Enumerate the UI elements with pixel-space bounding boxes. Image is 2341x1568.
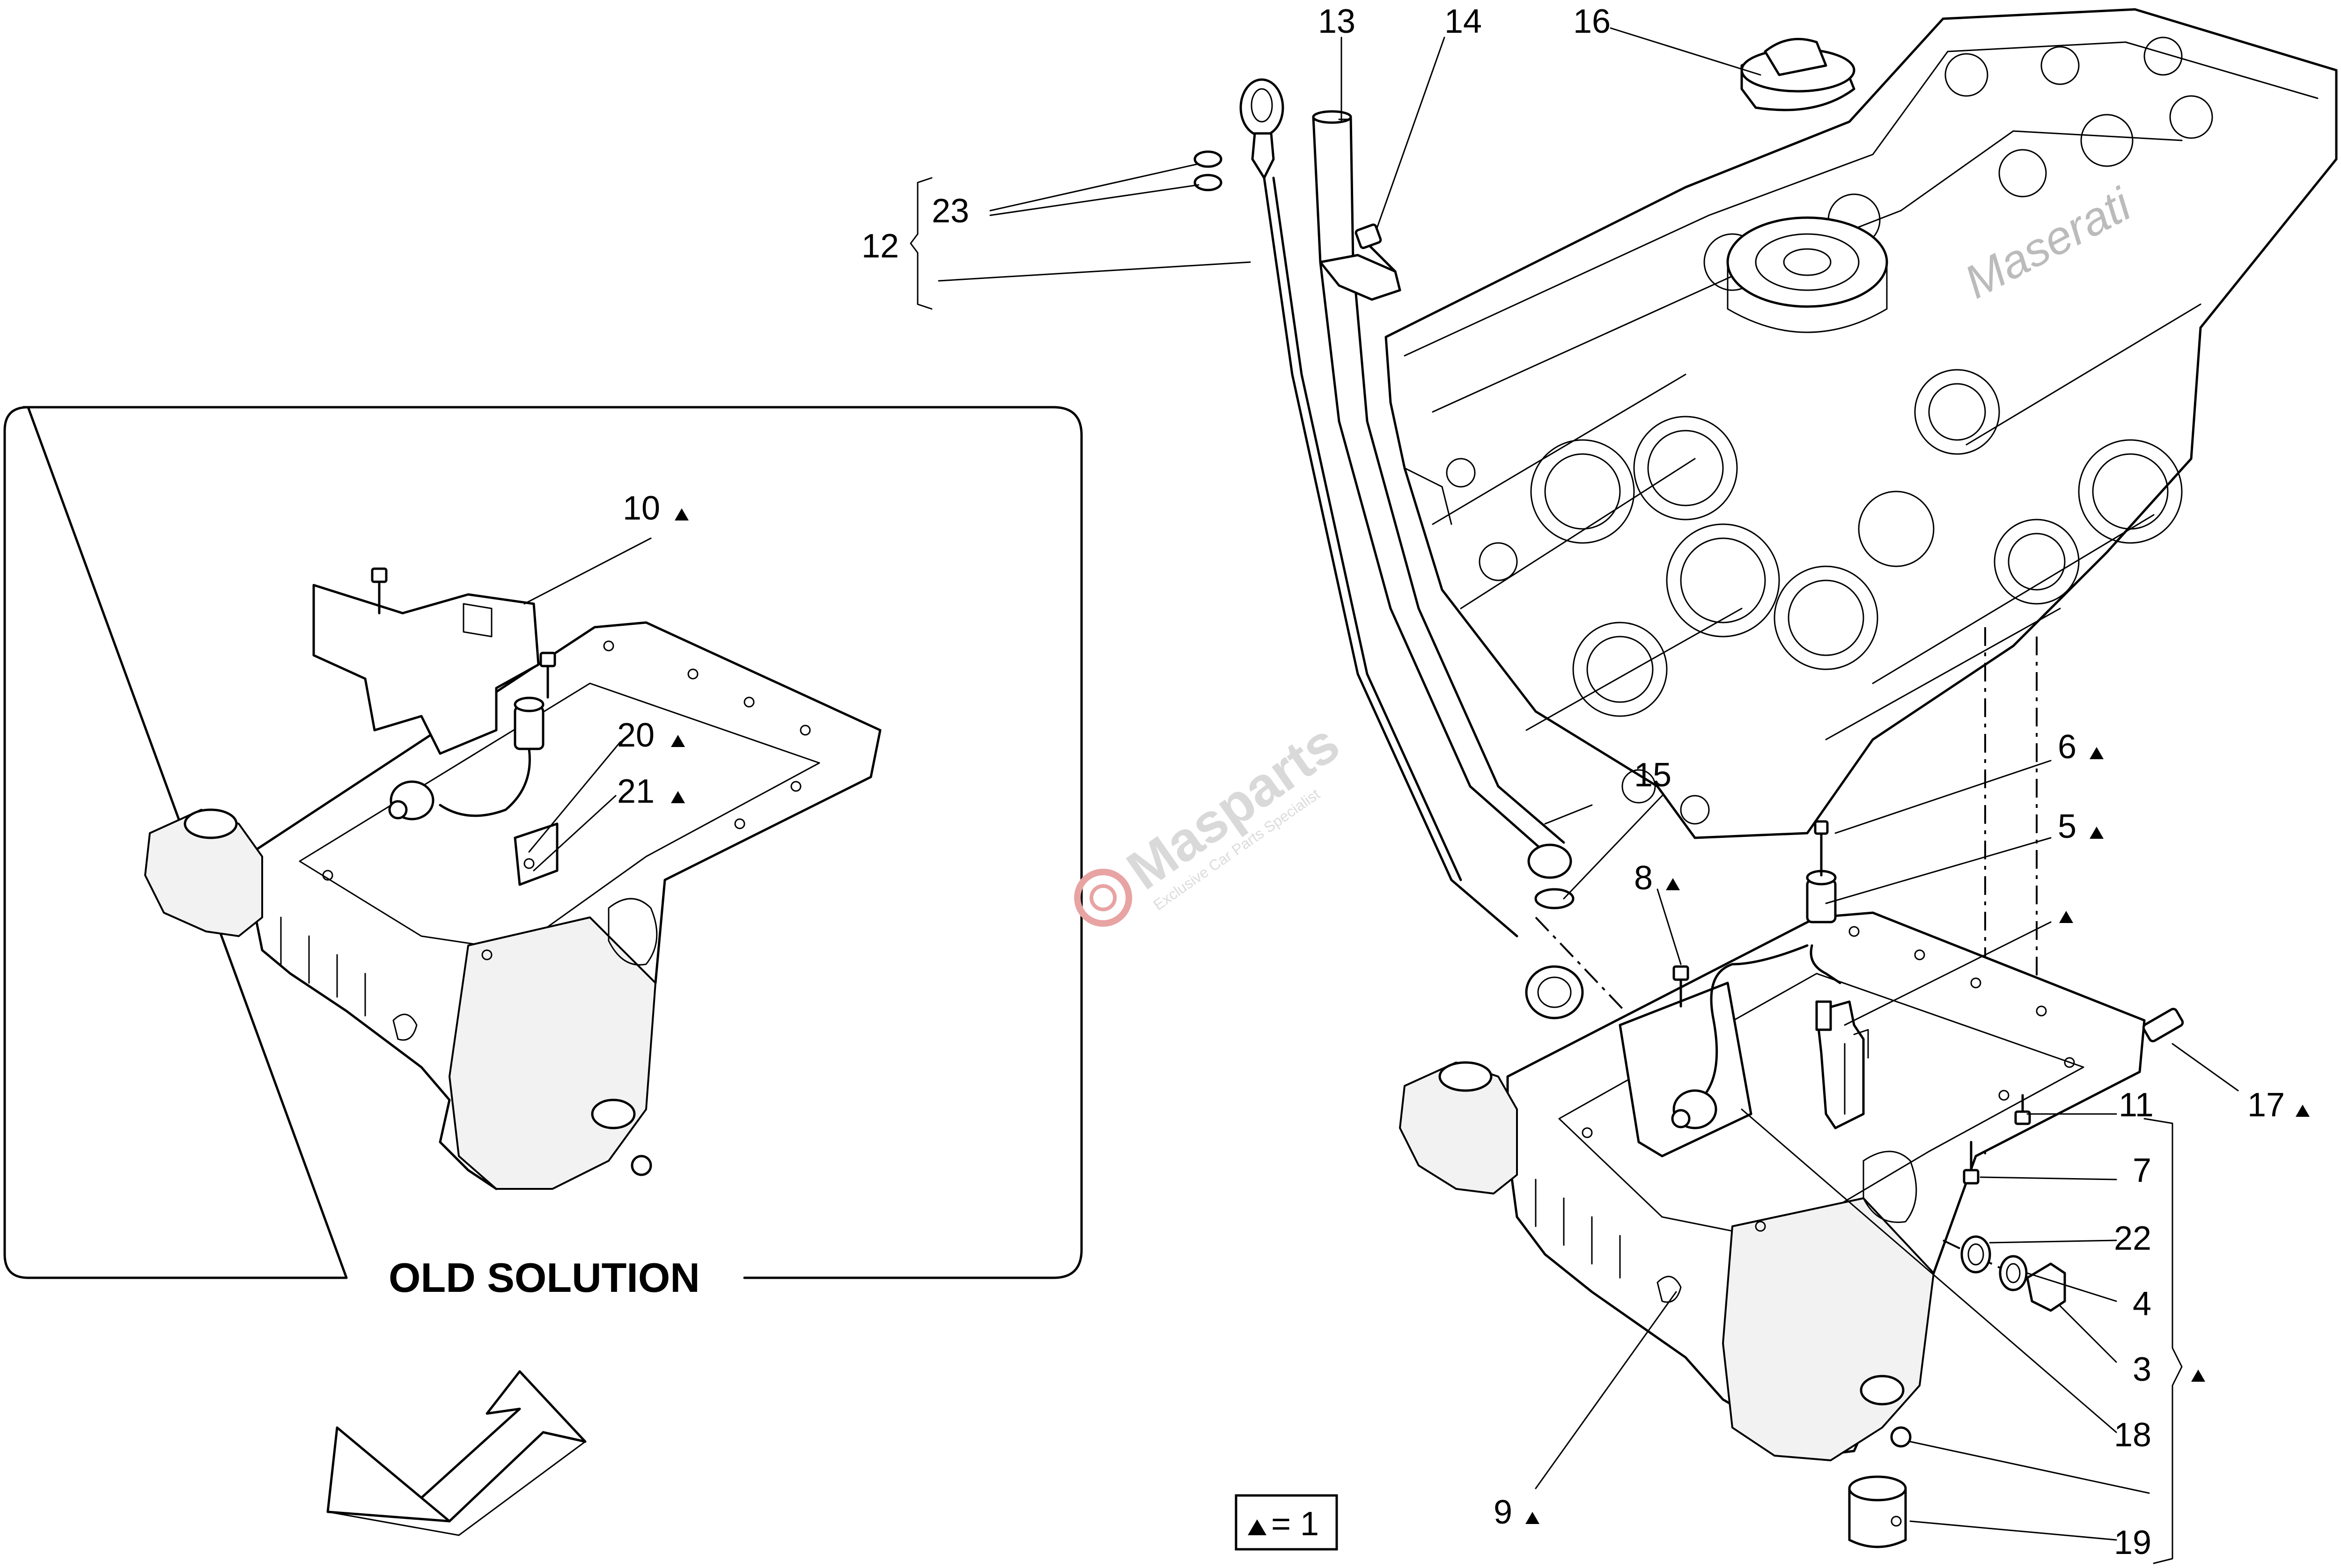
callout-14: 14 — [1444, 3, 1482, 40]
tube-seal — [1525, 965, 1584, 1019]
callout-11: 11 — [2119, 1086, 2154, 1124]
callout-6: 6 — [2058, 728, 2076, 766]
callout-9: 9 — [1494, 1494, 1512, 1531]
callout-8: 8 — [1634, 859, 1653, 897]
dowel-pin — [2142, 1008, 2184, 1042]
callout-labels: 13 14 16 23 12 15 6 5 8 11 7 22 4 3 18 1… — [861, 3, 2310, 1561]
oil-pan-illustration — [1399, 820, 2146, 1461]
legend-box: = 1 — [1235, 1494, 1338, 1551]
engine-block-illustration: Maserati — [1384, 8, 2338, 839]
callout-5: 5 — [2058, 808, 2076, 845]
dipstick-o-ring — [1193, 174, 1222, 191]
callout-20: 20 — [617, 717, 655, 754]
old-oil-pan-illustration — [144, 567, 882, 1190]
callout-10: 10 — [623, 490, 660, 527]
oil-filler-cap — [1740, 37, 1855, 111]
callout-15: 15 — [1634, 756, 1671, 794]
old-solution-panel: OLD SOLUTION — [3, 406, 1083, 1301]
callout-3: 3 — [2133, 1351, 2151, 1388]
callout-leaders — [910, 27, 2239, 1564]
callout-23: 23 — [932, 192, 969, 230]
callout-18: 18 — [2114, 1416, 2151, 1454]
callout-16: 16 — [1573, 3, 1611, 40]
dipstick-tube — [1312, 110, 1572, 879]
vehicle-direction-arrow — [326, 1370, 587, 1523]
callout-4: 4 — [2133, 1285, 2151, 1323]
dipstick-o-ring — [1193, 150, 1222, 168]
callout-19: 19 — [2114, 1524, 2151, 1561]
legend-triangle-icon — [1248, 1519, 1266, 1535]
callout-21: 21 — [617, 773, 655, 810]
tube-o-ring — [1534, 888, 1575, 909]
oil-pan-bolt — [1963, 1141, 1980, 1185]
callout-unnumbered-flag — [2059, 911, 2073, 923]
watermark-logo-icon — [1074, 868, 1133, 927]
tube-bolt — [1355, 223, 1397, 273]
legend-text: = 1 — [1271, 1505, 1319, 1543]
callout-12: 12 — [861, 227, 899, 265]
dipstick — [1239, 78, 1518, 938]
sleeve-bushing — [1848, 1475, 1907, 1548]
callout-7: 7 — [2133, 1152, 2151, 1189]
callout-13: 13 — [1318, 3, 1355, 40]
old-solution-title: OLD SOLUTION — [389, 1254, 700, 1301]
watermark-brand: Masparts — [1116, 712, 1350, 901]
watermark: Masparts Exclusive Car Parts Specialist — [1074, 712, 1350, 927]
callout-22: 22 — [2114, 1220, 2151, 1257]
oil-pan-bolt-small — [2014, 1094, 2031, 1125]
callout-17: 17 — [2247, 1086, 2285, 1124]
